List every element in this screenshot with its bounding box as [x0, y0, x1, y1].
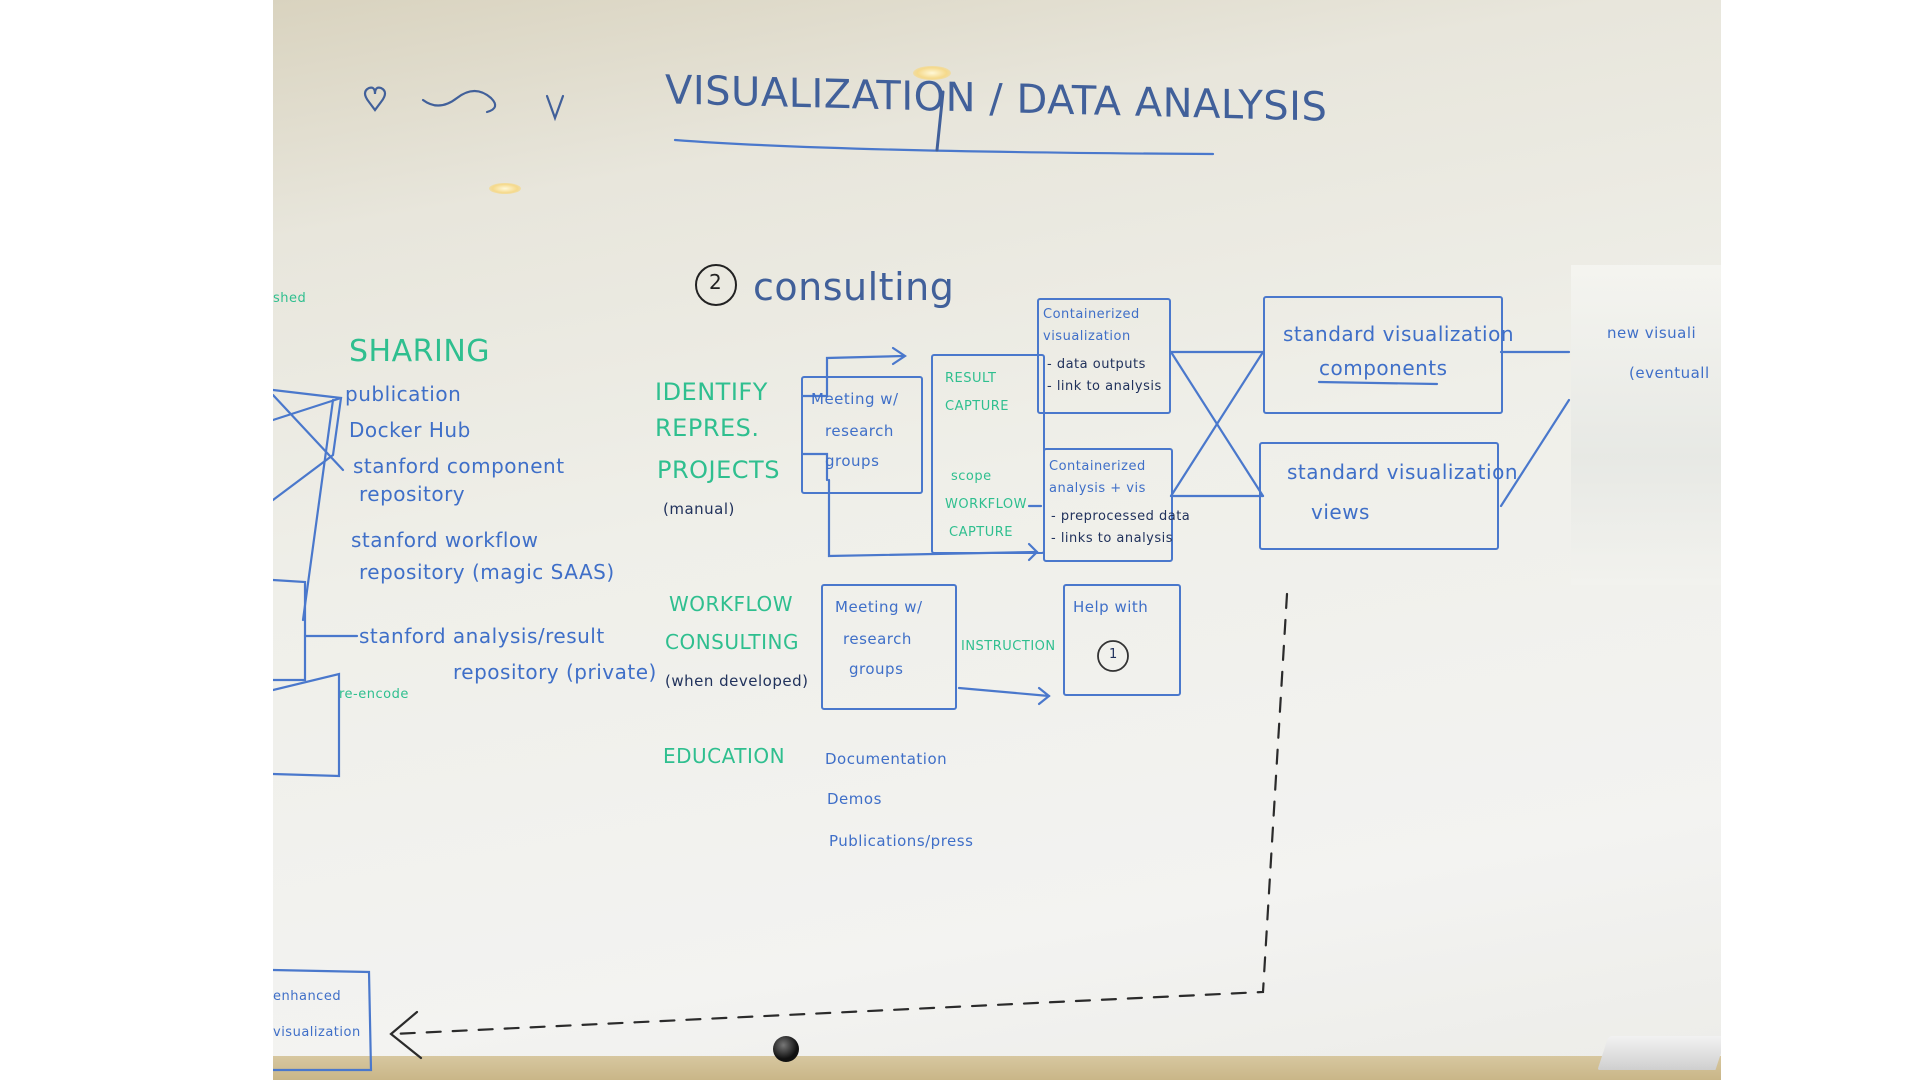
- left-fragment: shed: [273, 291, 307, 306]
- std-components-box: standard visualization components: [1263, 296, 1514, 414]
- box-bullet: - link to analysis: [1047, 379, 1162, 394]
- window-reflection: [1571, 265, 1721, 585]
- green-note: re-encode: [339, 687, 409, 702]
- capture-label: CAPTURE: [949, 525, 1014, 540]
- box-line: Containerized: [1043, 307, 1140, 322]
- help-box: Help with: [1063, 584, 1181, 696]
- circled-number: 1: [1109, 647, 1118, 662]
- row-note: (when developed): [665, 672, 809, 690]
- row-label-line: PROJECTS: [657, 456, 780, 484]
- box-line: visualization: [1043, 329, 1131, 344]
- box-line: research: [825, 422, 894, 440]
- ceiling-light-reflection: [489, 183, 521, 194]
- box-line: Containerized: [1049, 459, 1146, 474]
- education-item: Documentation: [825, 750, 948, 768]
- box-line: views: [1311, 500, 1370, 524]
- sharing-item: repository (magic SAAS): [359, 560, 615, 584]
- box-line: Meeting w/: [811, 390, 899, 408]
- box-line: standard visualization: [1287, 460, 1518, 484]
- education-item: Demos: [827, 790, 882, 808]
- capture-label: scope: [951, 469, 992, 484]
- box-bullet: - data outputs: [1047, 357, 1146, 372]
- right-edge-text: (eventuall: [1629, 364, 1710, 382]
- education-heading: EDUCATION: [663, 744, 786, 768]
- row-note: (manual): [663, 500, 735, 518]
- std-views-box: standard visualization views: [1259, 442, 1518, 550]
- sharing-item: Docker Hub: [349, 418, 471, 442]
- sharing-item: publication: [345, 382, 462, 406]
- sharing-item: repository: [359, 482, 466, 506]
- box-line: components: [1319, 356, 1448, 380]
- bottom-box-line: enhanced: [273, 989, 342, 1004]
- box-line: groups: [825, 452, 880, 470]
- instruction-label: INSTRUCTION: [961, 639, 1056, 654]
- box-bullet: - links to analysis: [1051, 531, 1174, 546]
- section-label: consulting: [753, 265, 955, 309]
- containerized-vis-box: Containerized visualization - data outpu…: [1037, 298, 1171, 414]
- row-label-line: IDENTIFY: [655, 378, 768, 406]
- sharing-item: stanford component: [353, 454, 565, 478]
- box-line: research: [843, 630, 912, 648]
- education-item: Publications/press: [829, 832, 974, 850]
- sharing-heading: SHARING: [349, 334, 491, 369]
- box-line: Help with: [1073, 598, 1149, 616]
- board-magnet: [773, 1036, 799, 1062]
- containerized-analysis-box: Containerized analysis + vis - preproces…: [1043, 448, 1190, 562]
- right-edge-text: new visuali: [1607, 324, 1697, 342]
- sharing-item: stanford analysis/result: [359, 624, 605, 648]
- box-bullet: - preprocessed data: [1051, 509, 1191, 524]
- capture-label: WORKFLOW: [945, 497, 1027, 512]
- capture-label: CAPTURE: [945, 399, 1010, 414]
- box-line: analysis + vis: [1049, 481, 1146, 496]
- sharing-item: stanford workflow: [351, 528, 539, 552]
- meeting-box: Meeting w/ research groups: [801, 376, 923, 494]
- box-line: standard visualization: [1283, 322, 1514, 346]
- box-line: Meeting w/: [835, 598, 923, 616]
- ceiling-light-reflection: [913, 66, 951, 80]
- bottom-box-line: visualization: [273, 1025, 361, 1040]
- whiteboard-photo: VISUALIZATION / DATA ANALYSIS 2 consulti…: [273, 0, 1721, 1080]
- sharing-item: repository (private): [453, 660, 657, 684]
- row-label-line: CONSULTING: [665, 630, 799, 654]
- meeting-box: Meeting w/ research groups: [821, 584, 957, 710]
- row-label-line: REPRES.: [655, 414, 760, 442]
- section-number: 2: [709, 270, 723, 294]
- box-line: groups: [849, 660, 904, 678]
- diagram-strokes: [273, 86, 1571, 1072]
- row-label-line: WORKFLOW: [669, 592, 793, 616]
- capture-label: RESULT: [945, 371, 997, 386]
- board-frame: [273, 1056, 1721, 1080]
